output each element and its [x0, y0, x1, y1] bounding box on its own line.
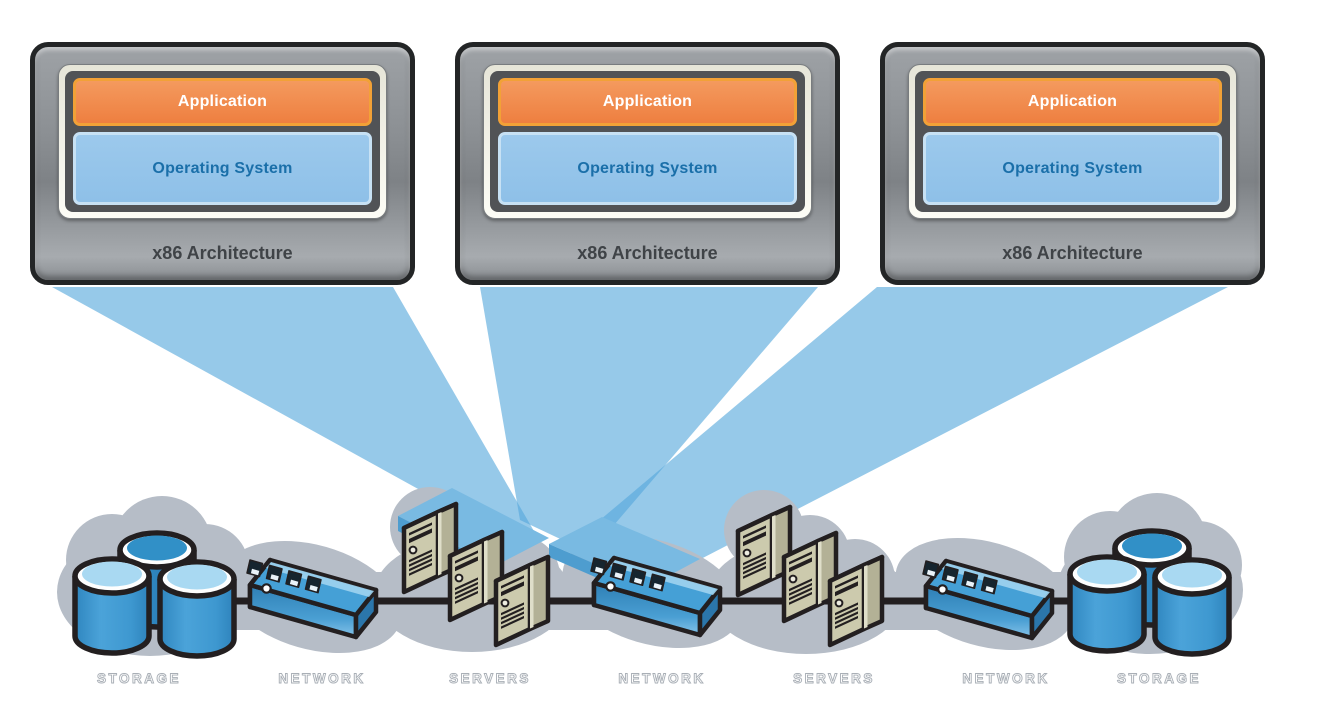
infra-label-storage: STORAGE: [1116, 671, 1202, 687]
os-bar: Operating System: [73, 132, 372, 205]
virtualization-beams: [52, 287, 1228, 562]
infra-label-storage: STORAGE: [96, 671, 182, 687]
beam-shape: [480, 287, 818, 553]
infra-label-network: NETWORK: [278, 671, 366, 687]
os-bar: Operating System: [923, 132, 1222, 205]
os-label: Operating System: [152, 159, 293, 177]
host-screen-inner: Application Operating System: [65, 71, 380, 212]
arch-label: x86 Architecture: [152, 243, 293, 263]
os-bar: Operating System: [498, 132, 797, 205]
x86-host-3: Application Operating System x86 Archite…: [880, 42, 1265, 285]
infra-label-network: NETWORK: [618, 671, 706, 687]
application-bar: Application: [73, 78, 372, 126]
application-bar: Application: [923, 78, 1222, 126]
arch-label: x86 Architecture: [577, 243, 718, 263]
application-label: Application: [1027, 93, 1118, 110]
beam-shape: [52, 287, 542, 545]
os-label: Operating System: [577, 159, 718, 177]
platform-shape: [398, 488, 549, 566]
infra-label-servers: SERVERS: [793, 671, 875, 687]
infra-label-network: NETWORK: [962, 671, 1050, 687]
x86-host-2: Application Operating System x86 Archite…: [455, 42, 840, 285]
host-screen: Application Operating System: [58, 64, 387, 219]
application-label: Application: [602, 93, 693, 110]
host-screen: Application Operating System: [483, 64, 812, 219]
application-bar: Application: [498, 78, 797, 126]
x86-host-1: Application Operating System x86 Archite…: [30, 42, 415, 285]
infra-label-servers: SERVERS: [449, 671, 531, 687]
host-screen-inner: Application Operating System: [490, 71, 805, 212]
host-screen-inner: Application Operating System: [915, 71, 1230, 212]
host-screen: Application Operating System: [908, 64, 1237, 219]
arch-label: x86 Architecture: [1002, 243, 1143, 263]
os-label: Operating System: [1002, 159, 1143, 177]
application-label: Application: [177, 93, 268, 110]
